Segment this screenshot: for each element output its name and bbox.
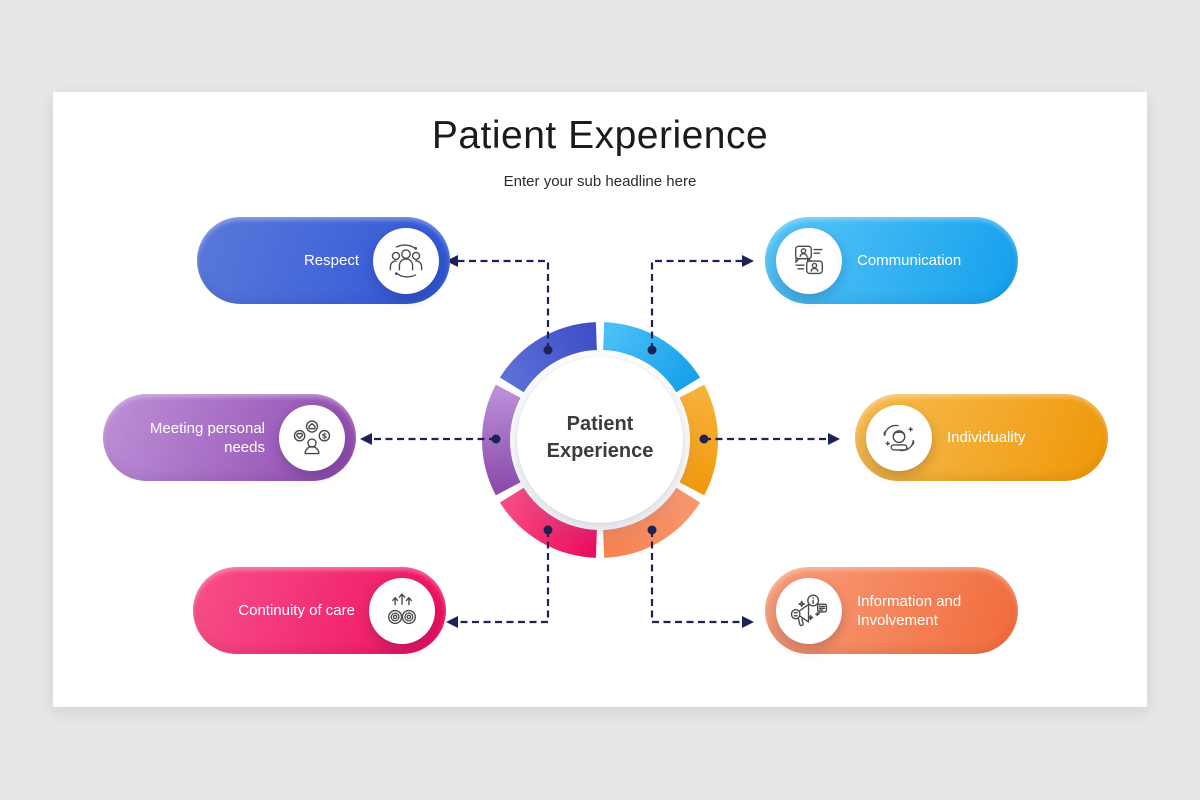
item-label: Communication bbox=[857, 252, 962, 269]
item-pill-information-and-involvement[interactable]: Information and Involvement bbox=[765, 567, 1018, 654]
hub-center-label: Patient Experience bbox=[510, 411, 690, 465]
personal-needs-icon: $ bbox=[293, 419, 331, 454]
item-label: Individuality bbox=[947, 429, 1026, 446]
item-pill-continuity-of-care[interactable]: Continuity of care bbox=[193, 567, 446, 654]
hub-ring bbox=[482, 322, 718, 558]
hub-label-line1: Patient bbox=[566, 413, 634, 435]
item-pill-communication[interactable]: Communication bbox=[765, 217, 1018, 304]
item-pill-respect[interactable]: Respect bbox=[197, 217, 450, 304]
gears-arrows-icon bbox=[388, 592, 416, 624]
respect-icon-badge bbox=[373, 227, 439, 294]
ring-segment-communication bbox=[603, 322, 701, 393]
ring-segment-meeting bbox=[482, 384, 521, 496]
item-label: Meeting personal needs bbox=[149, 419, 265, 456]
meeting-icon-badge: $ bbox=[279, 404, 345, 471]
page-title: Patient Experience bbox=[431, 114, 769, 157]
ring-segment-respect bbox=[499, 322, 597, 393]
item-label: Continuity of care bbox=[238, 602, 355, 619]
svg-text:$: $ bbox=[322, 430, 328, 440]
ring-segment-information bbox=[603, 487, 701, 558]
megaphone-icon bbox=[790, 593, 828, 626]
caring-hands-icon bbox=[883, 424, 915, 451]
team-icon bbox=[389, 243, 423, 278]
information-icon-badge bbox=[776, 577, 842, 644]
item-label: Information and Involvement bbox=[857, 592, 962, 629]
ring-segment-continuity bbox=[499, 487, 597, 558]
individuality-icon-badge bbox=[866, 404, 932, 471]
item-pill-meeting-personal-needs[interactable]: Meeting personal needs $ bbox=[103, 394, 356, 481]
page-subtitle: Enter your sub headline here bbox=[503, 173, 697, 190]
continuity-icon-badge bbox=[369, 577, 435, 644]
chat-bubbles-icon bbox=[795, 245, 823, 274]
hub-center-circle bbox=[517, 357, 683, 523]
item-label: Respect bbox=[303, 252, 359, 269]
item-pill-individuality[interactable]: Individuality bbox=[855, 394, 1108, 481]
ring-segment-individuality bbox=[679, 384, 718, 496]
communication-icon-badge bbox=[776, 227, 842, 294]
hub-label-line2: Experience bbox=[546, 440, 654, 462]
